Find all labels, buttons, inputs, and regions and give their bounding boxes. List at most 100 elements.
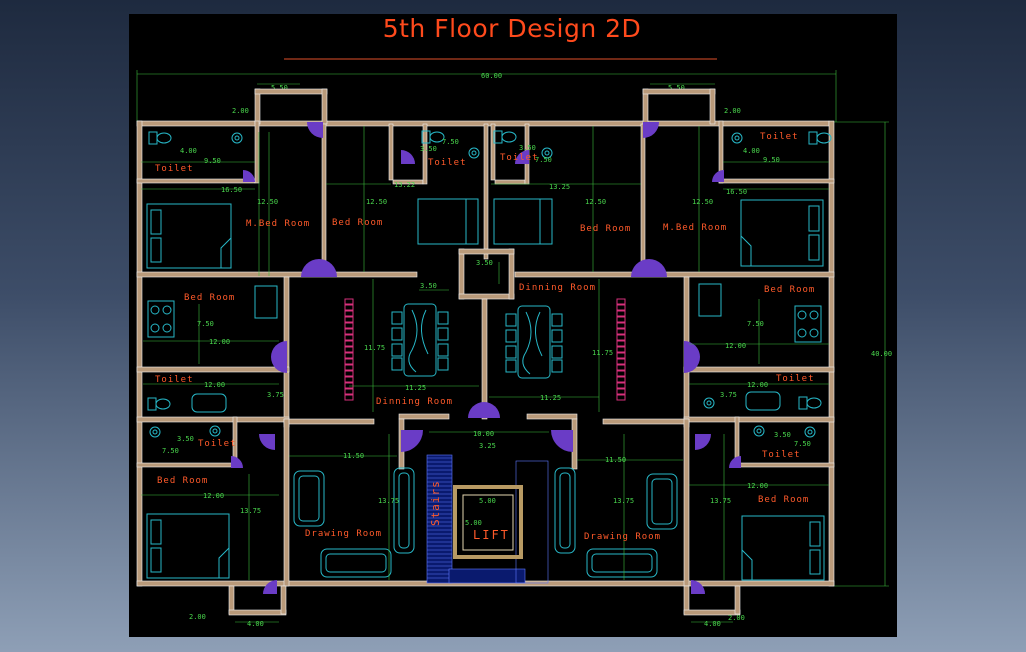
chair-strip bbox=[616, 358, 626, 365]
dim-balcony-depth-right: 2.00 bbox=[724, 107, 741, 115]
sofa-seat bbox=[398, 472, 410, 549]
dim-mr-bed-h: 7.50 bbox=[747, 320, 764, 328]
drawing-title: 5th Floor Design 2D bbox=[383, 14, 642, 43]
chair bbox=[551, 345, 563, 359]
chair-strip bbox=[344, 358, 354, 365]
sink-drain bbox=[756, 428, 762, 434]
table-grain bbox=[408, 309, 418, 373]
label-bed-mr: Bed Room bbox=[764, 285, 815, 295]
dim-shaft: 3.50 bbox=[476, 259, 493, 267]
door-swing bbox=[631, 259, 649, 277]
blanket-fold bbox=[220, 237, 232, 268]
door-swing bbox=[271, 341, 287, 357]
dim-lr-toilet-w: 7.50 bbox=[794, 440, 811, 448]
sofa-seat bbox=[651, 478, 673, 525]
dim-overall-width: 60.00 bbox=[481, 72, 502, 80]
door-swing bbox=[712, 170, 724, 182]
sofa bbox=[646, 473, 678, 530]
lift-shaft bbox=[453, 485, 523, 559]
dim-dining-right-h: 11.75 bbox=[592, 349, 613, 357]
dining-table bbox=[403, 303, 437, 377]
door-swing bbox=[401, 150, 415, 164]
dim-drawing-left-w: 11.50 bbox=[343, 452, 364, 460]
wall-segment bbox=[254, 120, 260, 184]
burner bbox=[809, 328, 819, 338]
sink bbox=[731, 132, 743, 144]
sink-drain bbox=[734, 135, 740, 141]
cad-viewport[interactable]: 5th Floor Design 2D 60.00 40.00 5.50 5.5… bbox=[129, 14, 897, 637]
label-toilet-tl: Toilet bbox=[155, 164, 194, 174]
wall-segment bbox=[526, 413, 578, 420]
stair-lift-core: LIFT Stairs 5.00 5.00 bbox=[426, 454, 549, 584]
wall-segment bbox=[683, 418, 690, 587]
chair-strip bbox=[616, 394, 626, 401]
label-bed-bl: Bed Room bbox=[157, 476, 208, 486]
dim-tc-width-right: 13.25 bbox=[549, 183, 570, 191]
wall-segment bbox=[136, 416, 290, 423]
dim-tc-toilet-left-h: 3.50 bbox=[420, 145, 437, 153]
wall-segment bbox=[494, 179, 526, 185]
pillow bbox=[809, 549, 821, 575]
label-toilet-ml: Toilet bbox=[155, 375, 194, 385]
wall-segment bbox=[422, 123, 428, 185]
dim-ml-bed-w: 12.00 bbox=[209, 338, 230, 346]
door-swing bbox=[484, 402, 500, 418]
dim-mr-toilet-w: 12.00 bbox=[747, 381, 768, 389]
chair-strip bbox=[616, 310, 626, 317]
door-swing bbox=[729, 456, 741, 468]
wall-segment bbox=[640, 123, 646, 277]
dim-balcony-left: 5.50 bbox=[271, 84, 288, 92]
blanket-fold bbox=[740, 235, 752, 266]
chair-strip bbox=[616, 370, 626, 377]
walls bbox=[136, 88, 835, 616]
chair bbox=[505, 359, 517, 373]
wall-segment bbox=[683, 366, 835, 373]
dim-tc-toilet-left-w: 7.50 bbox=[442, 138, 459, 146]
wall-segment bbox=[136, 462, 238, 468]
label-dining-right: Dinning Room bbox=[519, 283, 596, 293]
dim-tr-toilet-w: 9.50 bbox=[763, 156, 780, 164]
burner bbox=[797, 310, 807, 320]
table-grain bbox=[421, 309, 429, 355]
dim-mr-bed-w: 12.00 bbox=[725, 342, 746, 350]
label-mbed-right: M.Bed Room bbox=[663, 223, 727, 233]
chair bbox=[505, 329, 517, 343]
wall-segment bbox=[136, 120, 830, 127]
door-swing bbox=[231, 456, 243, 468]
sink bbox=[541, 147, 553, 159]
chair-strip bbox=[344, 304, 354, 311]
chair-strip bbox=[344, 352, 354, 359]
dim-ml-toilet-w: 12.00 bbox=[204, 381, 225, 389]
label-drawing-right: Drawing Room bbox=[584, 532, 661, 542]
door-swing bbox=[649, 259, 667, 277]
dim-balcony-right: 5.50 bbox=[668, 84, 685, 92]
door-swing bbox=[551, 430, 573, 452]
dim-drawing-right-w: 11.50 bbox=[605, 456, 626, 464]
sofa bbox=[554, 467, 576, 554]
wall-segment bbox=[508, 248, 515, 300]
sink-drain bbox=[706, 400, 712, 406]
toilet-bowl bbox=[155, 398, 171, 410]
chair-strip bbox=[616, 322, 626, 329]
chair-strip bbox=[344, 316, 354, 323]
blanket-fold bbox=[218, 547, 230, 578]
sofa bbox=[293, 470, 325, 527]
chair-strip bbox=[344, 346, 354, 353]
chair bbox=[505, 345, 517, 359]
sink bbox=[149, 426, 161, 438]
wall-segment bbox=[602, 418, 690, 425]
wall-segment bbox=[683, 416, 835, 423]
dim-lobby-h: 3.25 bbox=[479, 442, 496, 450]
chair bbox=[391, 327, 403, 341]
toilet-bowl bbox=[816, 132, 832, 144]
burner bbox=[150, 305, 160, 315]
wall-segment bbox=[321, 123, 327, 277]
dining-table bbox=[517, 305, 551, 379]
dim-tc-bed-h-left: 12.50 bbox=[366, 198, 387, 206]
dim-tl-toilet-h: 4.00 bbox=[180, 147, 197, 155]
chair bbox=[551, 313, 563, 327]
dim-lobby-w: 10.00 bbox=[473, 430, 494, 438]
chair bbox=[391, 311, 403, 325]
door-swing bbox=[695, 434, 711, 450]
sink-drain bbox=[471, 150, 477, 156]
